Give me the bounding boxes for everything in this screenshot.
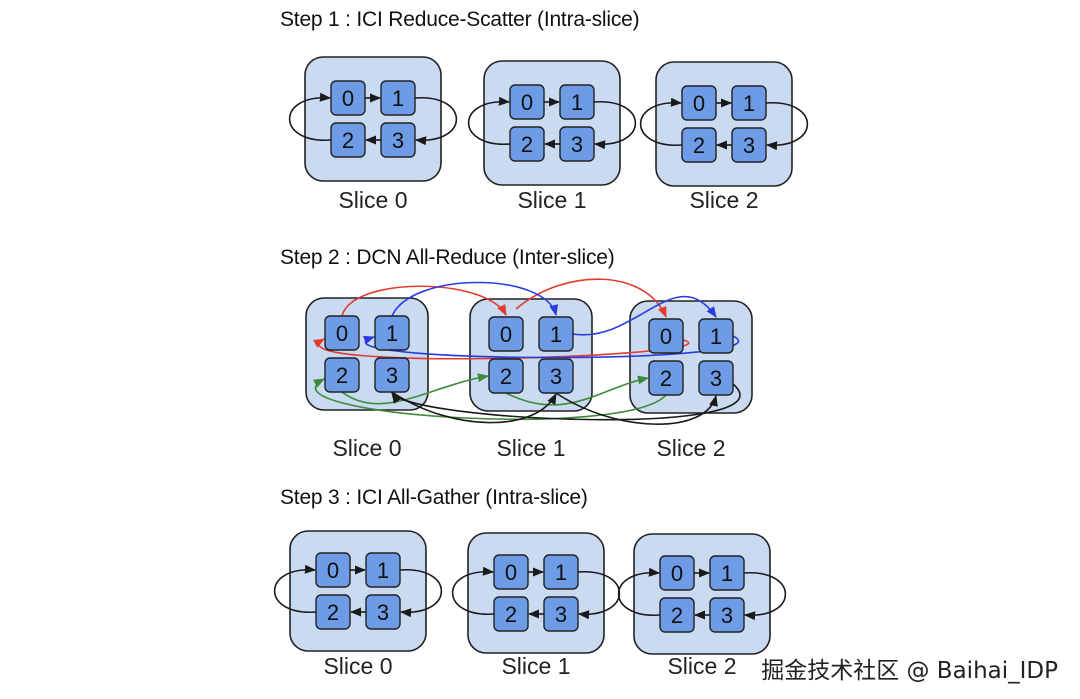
step1-slice-0-chip-0-label: 0 bbox=[342, 86, 354, 111]
step-3-title: Step 3 : ICI All-Gather (Intra-slice) bbox=[280, 486, 588, 509]
step3-slice-1-box bbox=[467, 532, 605, 654]
dcn-black-arc-0-1 bbox=[391, 391, 557, 424]
dcn-black-arc-1-2 bbox=[555, 392, 718, 425]
step2-slice-1-label: Slice 1 bbox=[496, 435, 565, 461]
step2-slice-1-box bbox=[469, 298, 593, 412]
step3-slice-2-chip-0-label: 0 bbox=[671, 561, 683, 586]
step3-slice-2-arrow-2-0 bbox=[618, 567, 661, 616]
step2-slice-0-chip-2-label: 2 bbox=[336, 363, 348, 388]
step2-slice-1-chip-1 bbox=[538, 316, 574, 352]
dcn-green-arc-2-0 bbox=[312, 378, 667, 421]
step2-slice-2-label: Slice 2 bbox=[656, 435, 725, 461]
step2-slice-2-chip-3-label: 3 bbox=[710, 366, 722, 391]
step3-slice-1-chip-2-label: 2 bbox=[505, 602, 517, 627]
step2-slice-1-chip-0-label: 0 bbox=[500, 322, 512, 347]
step3-slice-0-label: Slice 0 bbox=[323, 653, 392, 679]
step3-slice-2-label: Slice 2 bbox=[667, 653, 736, 679]
step2-slice-0-chip-2 bbox=[324, 357, 360, 393]
step2-slice-2-chip-0 bbox=[648, 318, 684, 354]
step3-slice-0-chip-2-label: 2 bbox=[327, 600, 339, 625]
step1-slice-0-chip-1-label: 1 bbox=[392, 86, 404, 111]
step1-slice-2-arrow-2-0 bbox=[640, 97, 683, 146]
step1-slice-0-arrow-2-0 bbox=[289, 92, 332, 141]
step1-slice-1-arrow-2-0 bbox=[468, 96, 511, 145]
step1-slice-0-arrow-1-3 bbox=[414, 97, 457, 146]
step2-slice-0-chip-1 bbox=[374, 315, 410, 351]
dcn-green-arc-0-1 bbox=[341, 373, 490, 405]
watermark: 掘金技术社区 @ Baihai_IDP bbox=[761, 658, 1058, 684]
step1-slice-1-label: Slice 1 bbox=[517, 187, 586, 213]
step-2-title: Step 2 : DCN All-Reduce (Inter-slice) bbox=[280, 246, 615, 269]
step3-slice-1-arrow-2-0 bbox=[452, 566, 495, 615]
dcn-red-arc-1-2 bbox=[515, 278, 667, 319]
step1-slice-1-box bbox=[483, 60, 621, 186]
step2-slice-0-chip-3-label: 3 bbox=[386, 363, 398, 388]
dcn-green-arc-1-2 bbox=[505, 375, 650, 406]
step1-slice-0-label: Slice 0 bbox=[338, 187, 407, 213]
step1-slice-1-arrow-1-3 bbox=[593, 101, 636, 150]
step2-slice-0-chip-3 bbox=[374, 357, 410, 393]
step2-slice-2-chip-2 bbox=[648, 360, 684, 396]
step1-slice-2-chip-2-label: 2 bbox=[693, 133, 705, 158]
step2-slice-1-chip-1-label: 1 bbox=[550, 322, 562, 347]
step2-slice-2-chip-2-label: 2 bbox=[660, 366, 672, 391]
step3-slice-2-box bbox=[633, 533, 771, 655]
step2-slice-2-chip-0-label: 0 bbox=[660, 324, 672, 349]
step3-slice-0-box bbox=[289, 530, 427, 652]
step2-slice-0-chip-1-label: 1 bbox=[386, 321, 398, 346]
step1-slice-2-chip-1-label: 1 bbox=[743, 91, 755, 116]
step2-slice-1-chip-3 bbox=[538, 358, 574, 394]
step1-slice-1-chip-0-label: 0 bbox=[521, 90, 533, 115]
step2-slice-0-chip-0 bbox=[324, 315, 360, 351]
step1-slice-2-box bbox=[655, 61, 793, 187]
step-1-title: Step 1 : ICI Reduce-Scatter (Intra-slice… bbox=[280, 8, 640, 31]
step3-slice-2-chip-3-label: 3 bbox=[721, 603, 733, 628]
step1-slice-1-chip-3-label: 3 bbox=[571, 132, 583, 157]
step1-slice-0-chip-2-label: 2 bbox=[342, 128, 354, 153]
step2-slice-1-chip-2 bbox=[488, 358, 524, 394]
step3-slice-1-label: Slice 1 bbox=[501, 653, 570, 679]
dcn-blue-arc-0-1 bbox=[391, 281, 559, 317]
step3-slice-2-chip-1-label: 1 bbox=[721, 561, 733, 586]
step3-slice-2-chip-2-label: 2 bbox=[671, 603, 683, 628]
step1-slice-2-arrow-1-3 bbox=[765, 102, 808, 151]
step3-slice-0-arrow-2-0 bbox=[274, 564, 317, 613]
step2-slice-1-chip-3-label: 3 bbox=[550, 364, 562, 389]
step1-slice-0-chip-3-label: 3 bbox=[392, 128, 404, 153]
step1-slice-1-chip-2-label: 2 bbox=[521, 132, 533, 157]
step1-slice-2-chip-3-label: 3 bbox=[743, 133, 755, 158]
step1-slice-1-chip-1-label: 1 bbox=[571, 90, 583, 115]
step3-slice-1-chip-3-label: 3 bbox=[555, 602, 567, 627]
step3-slice-2-arrow-1-3 bbox=[743, 572, 786, 621]
step3-slice-1-chip-0-label: 0 bbox=[505, 560, 517, 585]
step3-slice-0-chip-1-label: 1 bbox=[377, 558, 389, 583]
step3-slice-1-chip-1-label: 1 bbox=[555, 560, 567, 585]
step3-slice-0-chip-0-label: 0 bbox=[327, 558, 339, 583]
step2-slice-0-chip-0-label: 0 bbox=[336, 321, 348, 346]
dcn-blue-arc-1-2 bbox=[572, 295, 717, 336]
dcn-red-arc-0-1 bbox=[341, 285, 507, 317]
step1-slice-2-chip-0-label: 0 bbox=[693, 91, 705, 116]
step2-slice-1-chip-0 bbox=[488, 316, 524, 352]
step2-slice-1-chip-2-label: 2 bbox=[500, 364, 512, 389]
step2-slice-2-box bbox=[629, 300, 753, 414]
step1-slice-2-label: Slice 2 bbox=[689, 187, 758, 213]
step2-slice-2-chip-1 bbox=[698, 318, 734, 354]
step2-slice-0-label: Slice 0 bbox=[332, 435, 401, 461]
step3-slice-0-chip-3-label: 3 bbox=[377, 600, 389, 625]
step2-slice-2-chip-1-label: 1 bbox=[710, 324, 722, 349]
step2-slice-0-box bbox=[305, 297, 429, 411]
step2-slice-2-chip-3 bbox=[698, 360, 734, 396]
step3-slice-0-arrow-1-3 bbox=[399, 569, 442, 618]
dcn-black-arc-2-0 bbox=[391, 383, 741, 421]
step1-slice-0-box bbox=[304, 56, 442, 182]
